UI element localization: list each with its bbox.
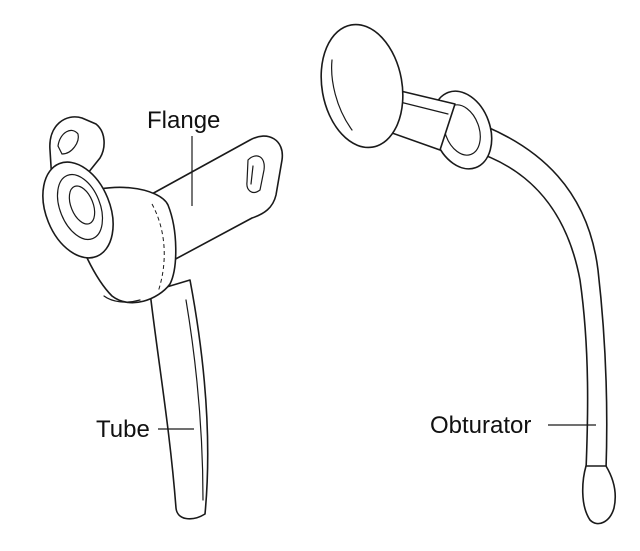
label-obturator-group: Obturator [430,412,596,439]
label-tube-group: Tube [96,416,194,443]
label-flange-group: Flange [147,107,220,206]
label-tube: Tube [96,416,150,443]
tube-hub [42,161,114,259]
obturator-tip [581,465,617,525]
tracheostomy-tube [42,116,284,520]
obturator [320,23,617,525]
tube-shaft [149,279,209,520]
obturator-handle [320,23,404,149]
label-flange: Flange [147,107,220,134]
label-obturator: Obturator [430,412,531,439]
